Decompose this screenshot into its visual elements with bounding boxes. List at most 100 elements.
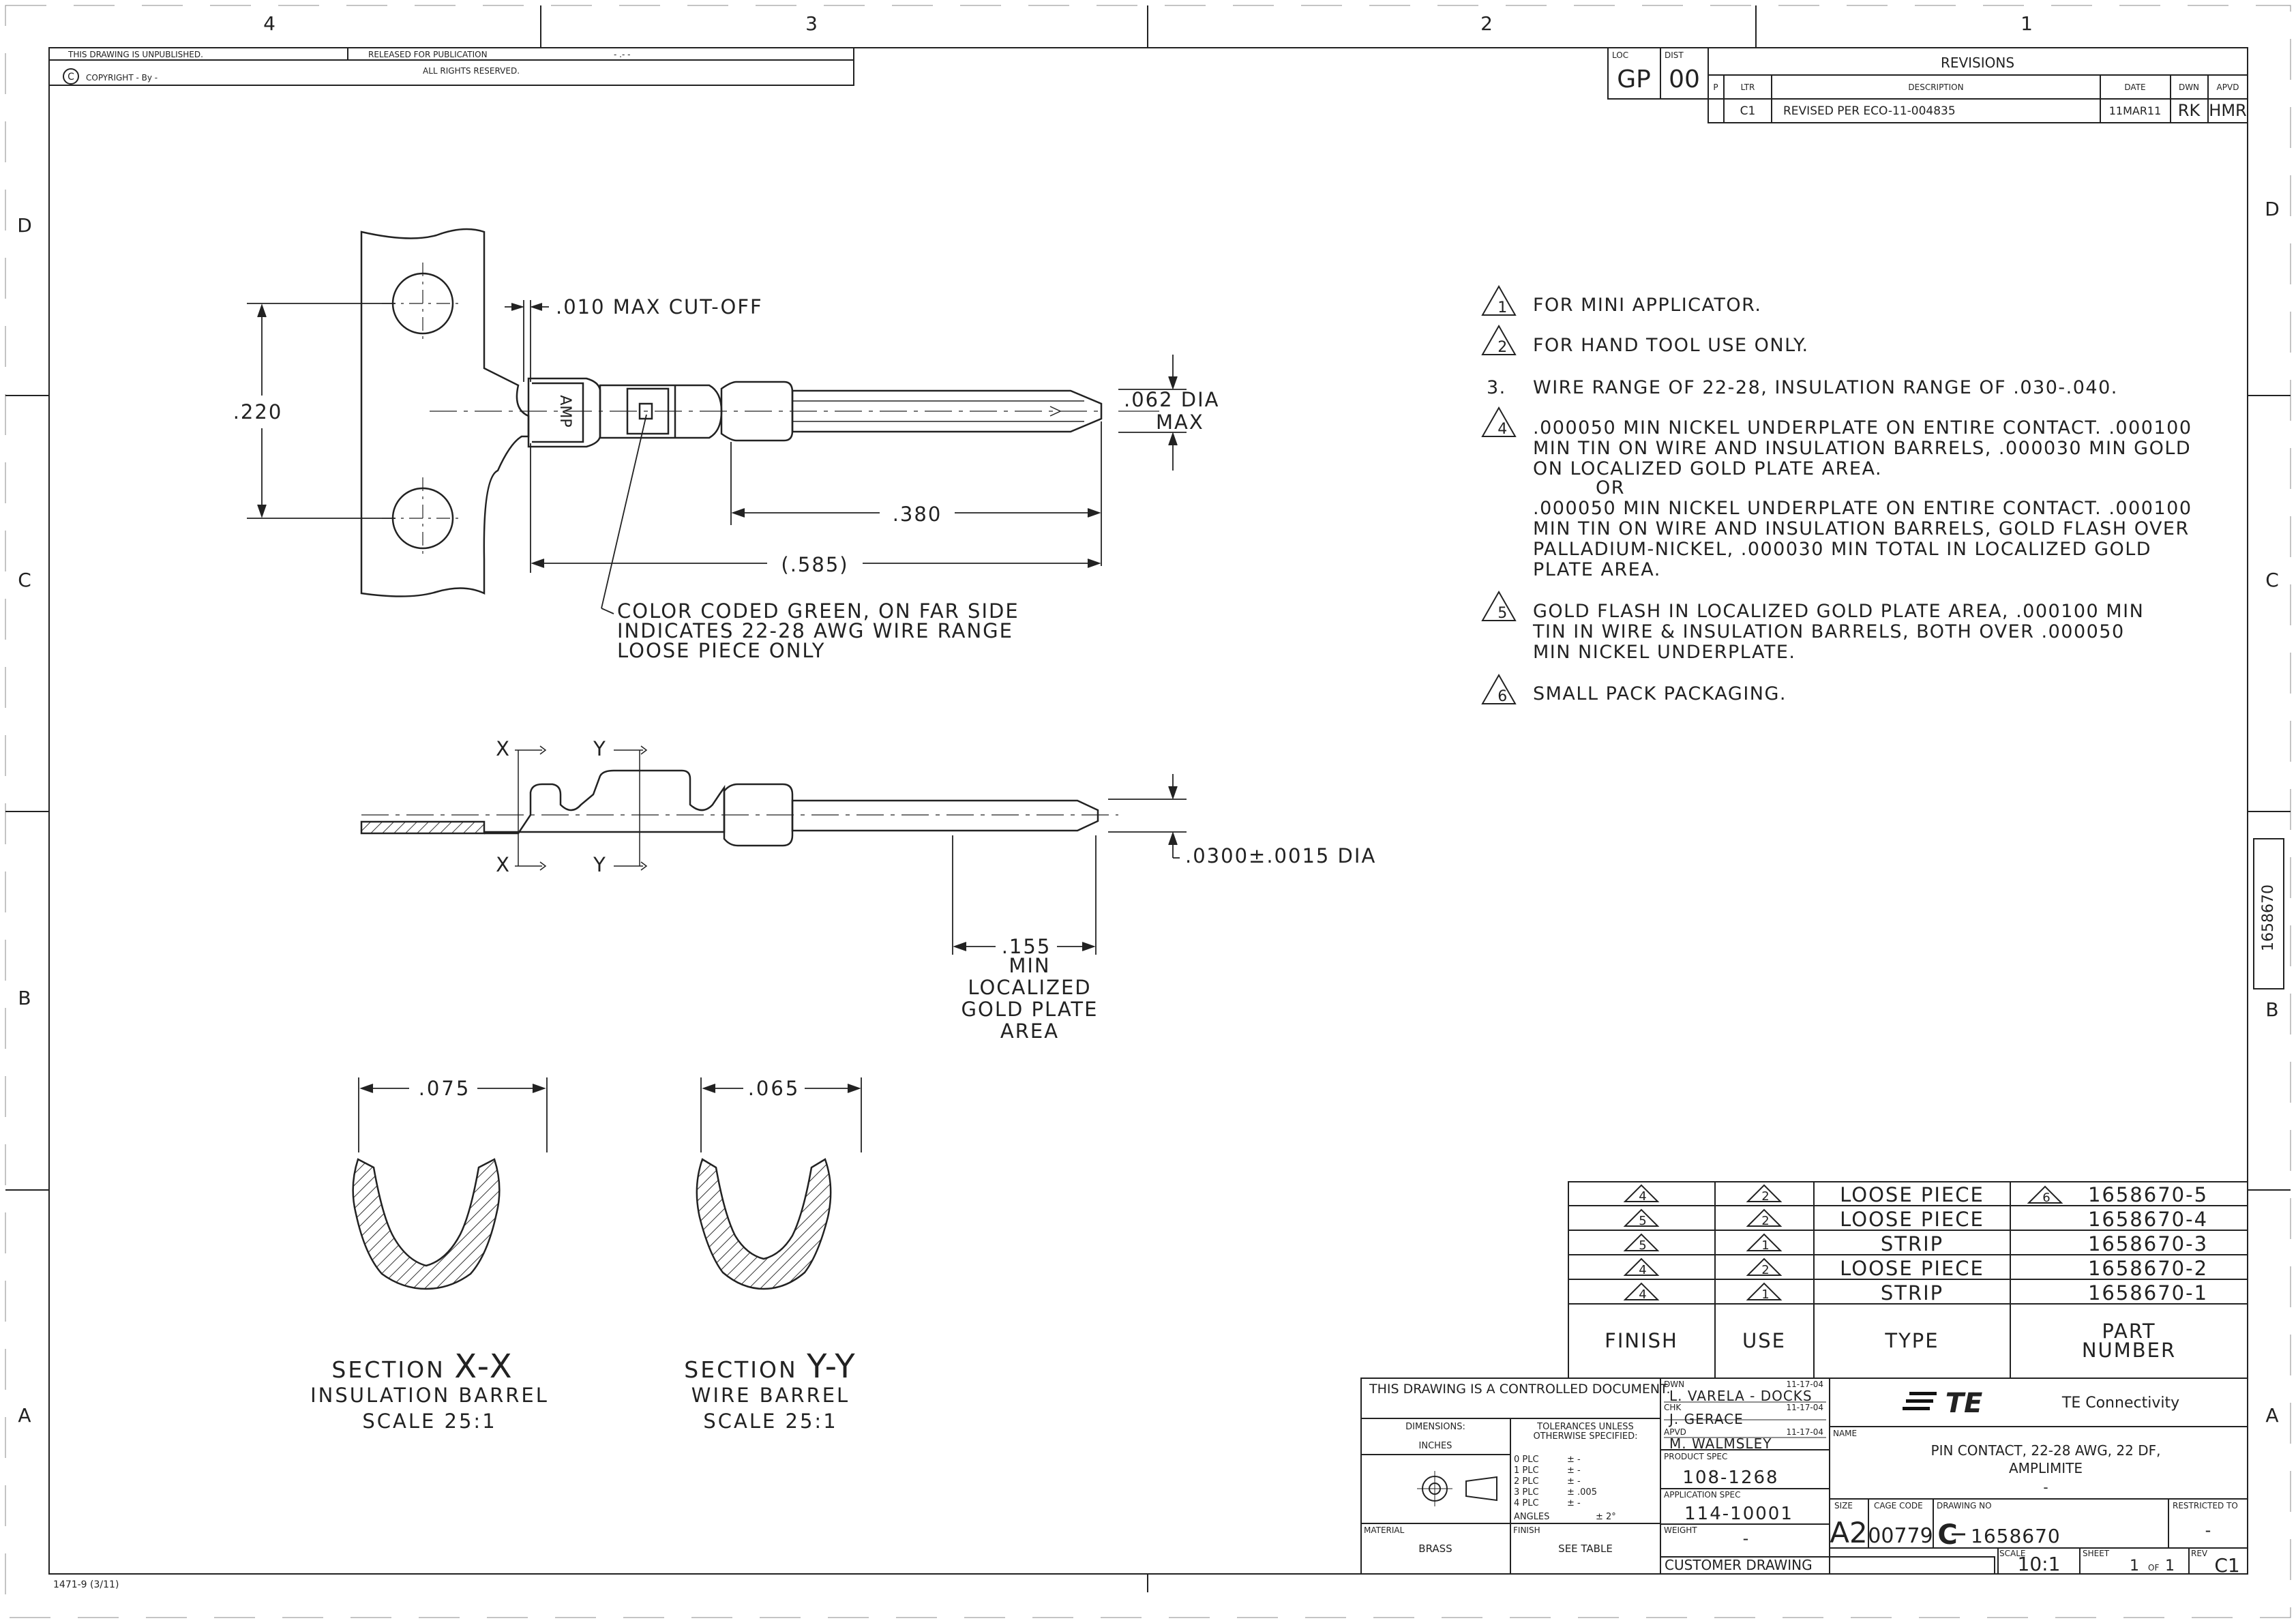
revision-description: REVISED PER ECO-11-004835 — [1783, 104, 1956, 118]
svg-text:SECTION X-X: SECTION X-X — [331, 1347, 513, 1386]
part-flag-6-icon — [2027, 1185, 2063, 1204]
customer-drawing: CUSTOMER DRAWING — [1665, 1557, 1813, 1573]
loc-value: GP — [1617, 65, 1651, 93]
svg-text:PLATE AREA.: PLATE AREA. — [1533, 559, 1661, 580]
zone-row-c-right: C — [2265, 569, 2279, 591]
use-flag-icon — [1746, 1184, 1783, 1202]
svg-text:6: 6 — [1497, 688, 1508, 705]
unpublished-text: THIS DRAWING IS UNPUBLISHED. — [68, 50, 203, 59]
dim-pin-dia: .0300±.0015 DIA — [1185, 844, 1376, 867]
svg-text:2 PLC: 2 PLC — [1514, 1476, 1539, 1487]
svg-text:4: 4 — [1497, 421, 1508, 438]
use-flag-icon — [1746, 1233, 1783, 1251]
svg-text:DRAWING NO: DRAWING NO — [1937, 1501, 1992, 1510]
drawing-no-prefix-icon: C — [1937, 1519, 1965, 1551]
svg-text:DWN: DWN — [2179, 83, 2199, 92]
svg-text:SECTION Y-Y: SECTION Y-Y — [684, 1347, 856, 1386]
dist-value: 00 — [1669, 65, 1700, 93]
dim-380: .380 — [893, 503, 942, 526]
svg-text:TOLERANCES UNLESS: TOLERANCES UNLESS — [1536, 1422, 1634, 1432]
svg-text:CHK: CHK — [1664, 1403, 1682, 1412]
note-2: 2 FOR HAND TOOL USE ONLY. — [1481, 324, 1808, 356]
drawing-number: 1658670 — [1971, 1525, 2061, 1547]
svg-text:REV: REV — [2191, 1549, 2208, 1558]
section-y-bottom: Y — [593, 853, 607, 876]
svg-text:SMALL PACK PACKAGING.: SMALL PACK PACKAGING. — [1533, 683, 1787, 704]
svg-text:MIN NICKEL UNDERPLATE.: MIN NICKEL UNDERPLATE. — [1533, 642, 1795, 663]
top-view-labels: .010 MAX CUT-OFF .220 .062 DIA MAX .380 … — [233, 295, 1220, 662]
restricted-to: - — [2205, 1521, 2211, 1540]
header-use: USE — [1742, 1329, 1786, 1352]
form-number: 1471-9 (3/11) — [53, 1579, 119, 1590]
dim-pin-max-dia: .062 DIA — [1124, 388, 1220, 411]
notes: 1 FOR MINI APPLICATOR. 2 FOR HAND TOOL U… — [1481, 284, 2191, 705]
zone-row-d-left: D — [17, 214, 32, 237]
flag-5-icon — [1481, 590, 1517, 621]
svg-text:2: 2 — [1761, 1263, 1769, 1277]
svg-text:SIZE: SIZE — [1834, 1501, 1853, 1510]
svg-text:MIN TIN ON WIRE AND INSULATION: MIN TIN ON WIRE AND INSULATION BARRELS, … — [1533, 438, 2191, 459]
title-block: THIS DRAWING IS A CONTROLLED DOCUMENT. D… — [1360, 1378, 2248, 1577]
chk-name: J. GERACE — [1668, 1411, 1744, 1427]
svg-text:NAME: NAME — [1833, 1429, 1857, 1438]
part-row-3: 1658670-3 — [2088, 1232, 2208, 1255]
zone-row-a-right: A — [2265, 1404, 2278, 1427]
svg-text:6: 6 — [2042, 1191, 2050, 1205]
released-text: RELEASED FOR PUBLICATION — [368, 50, 488, 59]
svg-text:3 PLC: 3 PLC — [1514, 1487, 1539, 1498]
part-row-1: 1658670-5 — [2088, 1183, 2208, 1206]
revisions-block: REVISIONS P LTR DESCRIPTION DATE DWN APV… — [1708, 47, 2248, 123]
svg-text:C: C — [68, 72, 74, 83]
zone-col-4: 4 — [263, 12, 275, 35]
svg-text:4: 4 — [1639, 1287, 1646, 1302]
section-labels: .075 .065 SECTION X-X INSULATION BARREL … — [310, 1077, 856, 1433]
finish-flag-icon — [1623, 1184, 1660, 1202]
top-view-dimensions — [247, 300, 1187, 614]
svg-text:LOC: LOC — [1612, 50, 1628, 60]
svg-text:DATE: DATE — [2124, 83, 2145, 92]
type-row-1: LOOSE PIECE — [1840, 1183, 1984, 1206]
flag-1-icon — [1481, 284, 1517, 316]
svg-text:TE: TE — [1945, 1388, 1983, 1419]
section-yy-sub: WIRE BARREL — [691, 1384, 850, 1407]
svg-text:CAGE CODE: CAGE CODE — [1874, 1501, 1923, 1510]
part-row-4: 1658670-2 — [2088, 1257, 2208, 1280]
product-spec: 108-1268 — [1682, 1468, 1778, 1488]
rev: C1 — [2214, 1554, 2239, 1577]
svg-text:APVD: APVD — [2217, 83, 2239, 92]
dwn-name: L. VARELA - DOCKS — [1669, 1388, 1813, 1404]
zone-row-c-left: C — [18, 569, 31, 591]
svg-text:4 PLC: 4 PLC — [1514, 1498, 1539, 1508]
svg-text:3.: 3. — [1487, 377, 1506, 398]
copyright-icon — [63, 68, 79, 85]
dim-155-min: MIN — [1009, 954, 1050, 977]
side-view — [360, 745, 1118, 871]
pin-body — [791, 389, 1103, 433]
svg-text:2: 2 — [1761, 1214, 1769, 1228]
sheet-total: 1 — [2165, 1558, 2175, 1575]
flag-4-icon — [1481, 406, 1517, 437]
note-6: 6 SMALL PACK PACKAGING. — [1481, 673, 1787, 705]
dim-155: .155 — [1002, 935, 1052, 958]
use-flag-icon — [1746, 1208, 1783, 1227]
flag-2-icon — [1481, 324, 1517, 355]
svg-text:± 2°: ± 2° — [1596, 1512, 1616, 1522]
copyright-text: COPYRIGHT - By - — [86, 73, 158, 83]
zone-row-d-right: D — [2265, 198, 2280, 220]
controlled-document: THIS DRAWING IS A CONTROLLED DOCUMENT. — [1369, 1382, 1671, 1397]
svg-text:INCHES: INCHES — [1419, 1441, 1452, 1451]
zone-row-b-left: B — [18, 987, 31, 1009]
svg-text:11-17-04: 11-17-04 — [1787, 1427, 1823, 1437]
section-x-bottom: X — [496, 853, 511, 876]
section-yy-scale: SCALE 25:1 — [703, 1410, 837, 1433]
svg-text:SHEET: SHEET — [2083, 1549, 2110, 1558]
note-3: 3. WIRE RANGE OF 22-28, INSULATION RANGE… — [1487, 377, 2117, 398]
header-number: NUMBER — [2082, 1339, 2176, 1362]
revisions-title: REVISIONS — [1941, 55, 2014, 71]
section-yy — [696, 1077, 862, 1290]
part-name-line3: - — [2043, 1479, 2048, 1495]
sheet-number: 1 — [2130, 1558, 2139, 1575]
type-row-4: LOOSE PIECE — [1840, 1257, 1984, 1280]
sheet-border — [5, 5, 2291, 1618]
te-logo: TE — [1903, 1388, 1982, 1419]
